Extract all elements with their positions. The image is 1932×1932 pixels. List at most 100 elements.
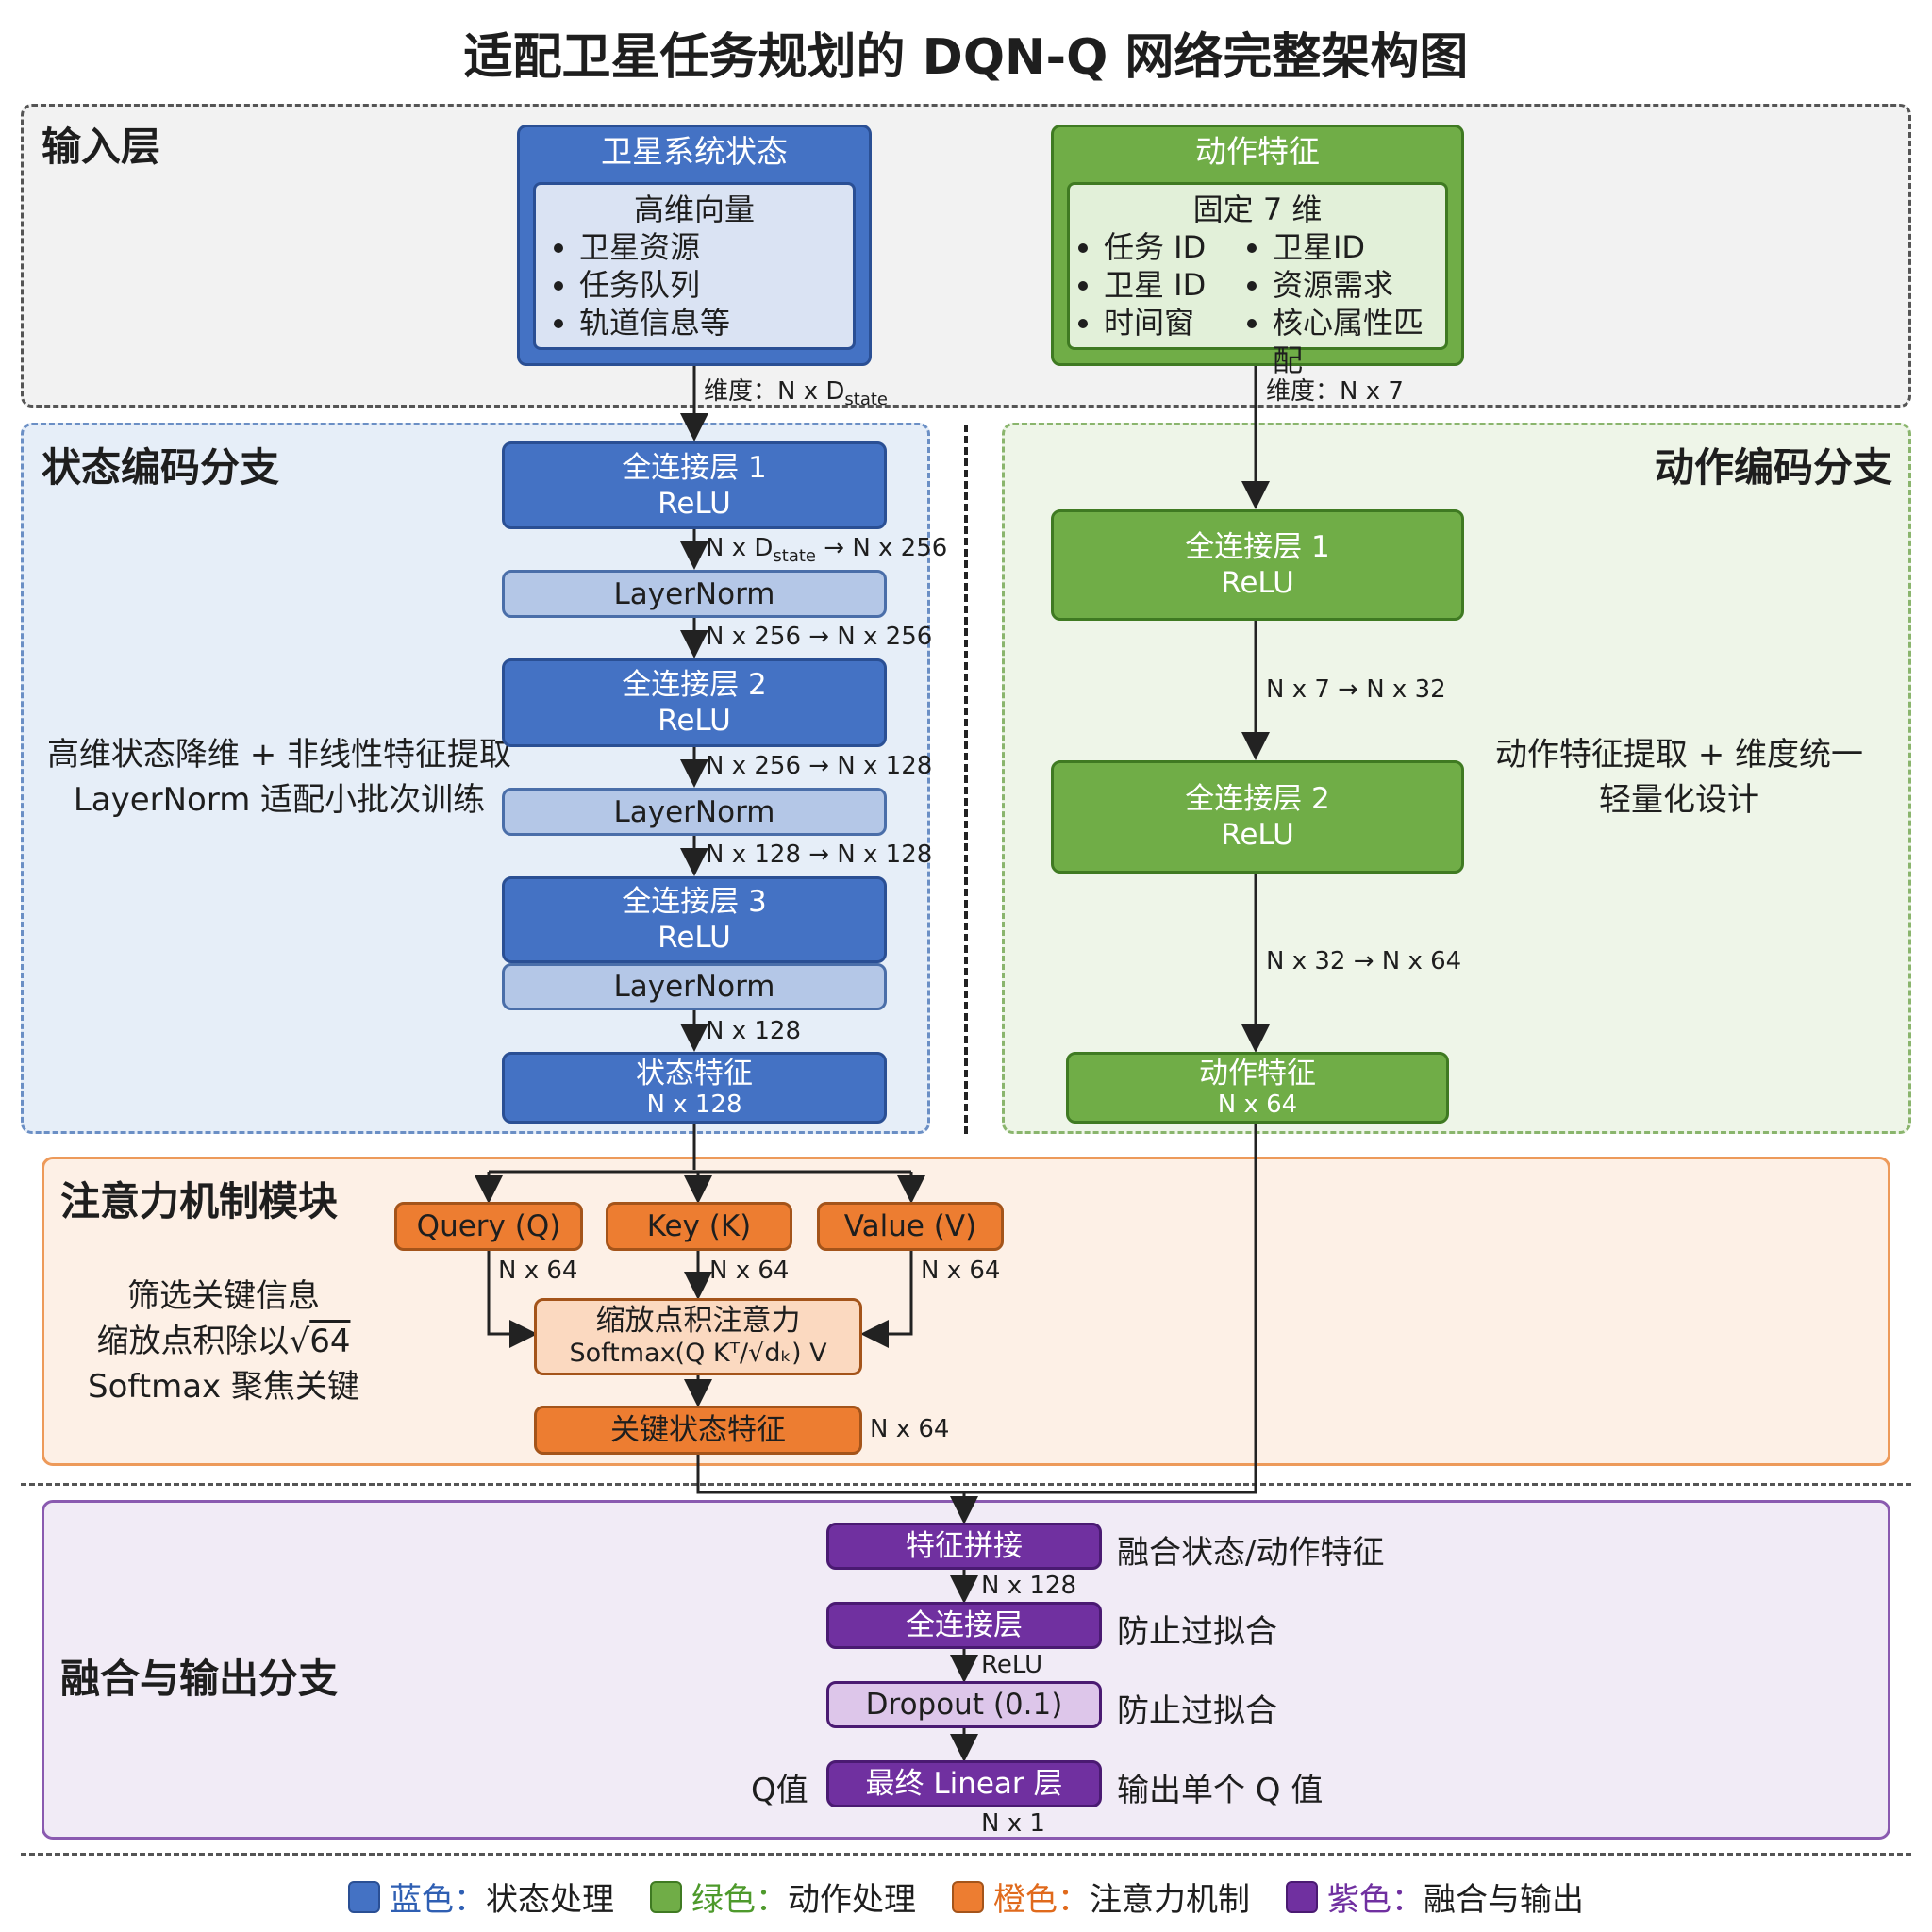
legend-item-blue: 蓝色： 状态处理 bbox=[348, 1874, 614, 1920]
attention-note-line: 缩放点积除以√64 bbox=[96, 1323, 351, 1360]
action-item: 卫星 ID bbox=[1104, 266, 1239, 304]
branch-divider bbox=[964, 425, 968, 1134]
legend-desc: 动作处理 bbox=[788, 1881, 916, 1919]
action-feature-dim: N x 64 bbox=[1217, 1091, 1298, 1119]
legend-desc: 注意力机制 bbox=[1090, 1881, 1250, 1919]
attention-note: 筛选关键信息 缩放点积除以√64 Softmax 聚焦关键 bbox=[60, 1274, 387, 1409]
layernorm-label: LayerNorm bbox=[613, 576, 775, 611]
arrow-query-sdpa bbox=[487, 1251, 538, 1348]
state-feature-label: 状态特征 bbox=[636, 1057, 753, 1091]
input-layer-region bbox=[21, 104, 1911, 408]
action-feature-label: 动作特征 bbox=[1199, 1057, 1316, 1091]
q-value-label: Q值 bbox=[751, 1772, 808, 1809]
outer-bottom-line bbox=[21, 1853, 1911, 1856]
layernorm-label: LayerNorm bbox=[613, 970, 775, 1004]
fusion-fc-label: 全连接层 bbox=[906, 1608, 1023, 1642]
legend-swatch bbox=[650, 1880, 682, 1913]
legend-swatch bbox=[952, 1880, 984, 1913]
attention-note-line: Softmax 聚焦关键 bbox=[88, 1368, 359, 1406]
state-branch-note: 高维状态降维 + 非线性特征提取 LayerNorm 适配小批次训练 bbox=[34, 732, 525, 823]
action-note-line: 轻量化设计 bbox=[1599, 781, 1759, 819]
fc-label: 全连接层 2 bbox=[622, 668, 767, 702]
state-feature-output: 状态特征 N x 128 bbox=[502, 1052, 887, 1124]
fc-label: 全连接层 1 bbox=[1185, 530, 1330, 564]
concat-note: 融合状态/动作特征 bbox=[1117, 1534, 1385, 1572]
state-layernorm-2: LayerNorm bbox=[502, 788, 887, 836]
dropout-box: Dropout (0.1) bbox=[826, 1681, 1102, 1728]
state-dim-4: N x 128 → N x 128 bbox=[706, 841, 933, 869]
final-linear-note: 输出单个 Q 值 bbox=[1117, 1772, 1324, 1809]
legend-key: 绿色： bbox=[691, 1881, 788, 1919]
input-layer-label: 输入层 bbox=[42, 124, 161, 170]
legend-desc: 融合与输出 bbox=[1424, 1881, 1584, 1919]
legend-item-orange: 橙色： 注意力机制 bbox=[952, 1874, 1250, 1920]
state-fc3-box: 全连接层 3 ReLU bbox=[502, 876, 887, 963]
dropout-label: Dropout (0.1) bbox=[865, 1688, 1063, 1722]
state-vector-heading: 高维向量 bbox=[633, 192, 755, 227]
action-feature-box: 动作特征 固定 7 维 任务 ID 卫星 ID 时间窗 卫星ID 资源需求 核心… bbox=[1051, 125, 1464, 378]
legend-item-green: 绿色： 动作处理 bbox=[650, 1874, 916, 1920]
state-item: 卫星资源 bbox=[579, 228, 853, 266]
state-dim-1: N x Dstate → N x 256 bbox=[706, 534, 948, 567]
action-feature-output: 动作特征 N x 64 bbox=[1066, 1052, 1449, 1124]
action-dim-1: N x 7 → N x 32 bbox=[1266, 675, 1446, 704]
action-dim-heading: 固定 7 维 bbox=[1192, 192, 1323, 227]
fusion-label: 融合与输出分支 bbox=[60, 1656, 339, 1702]
arrow-value-sdpa bbox=[860, 1251, 913, 1348]
action-item: 核心属性匹配 bbox=[1273, 304, 1445, 379]
satellite-state-inner: 高维向量 卫星资源 任务队列 轨道信息等 bbox=[533, 182, 856, 350]
state-note-line: 高维状态降维 + 非线性特征提取 bbox=[46, 736, 512, 774]
action-dim-label: 维度：N x 7 bbox=[1266, 377, 1404, 406]
key-state-feature-dim: N x 64 bbox=[870, 1415, 950, 1443]
fc-label: 全连接层 1 bbox=[622, 450, 767, 485]
value-box: Value (V) bbox=[817, 1202, 1004, 1251]
fusion-relu: ReLU bbox=[981, 1651, 1043, 1679]
action-dim-2: N x 32 → N x 64 bbox=[1266, 947, 1462, 975]
fc-label: 全连接层 2 bbox=[1185, 782, 1330, 816]
action-feature-inner: 固定 7 维 任务 ID 卫星 ID 时间窗 卫星ID 资源需求 核心属性匹配 bbox=[1067, 182, 1448, 378]
state-note-line: LayerNorm 适配小批次训练 bbox=[73, 781, 486, 819]
key-box: Key (K) bbox=[606, 1202, 792, 1251]
state-dim-3: N x 256 → N x 128 bbox=[706, 752, 933, 780]
satellite-state-box: 卫星系统状态 高维向量 卫星资源 任务队列 轨道信息等 bbox=[517, 125, 872, 366]
query-box: Query (Q) bbox=[394, 1202, 583, 1251]
legend-key: 蓝色： bbox=[390, 1881, 486, 1919]
state-branch-label: 状态编码分支 bbox=[42, 444, 280, 491]
action-item: 资源需求 bbox=[1273, 266, 1445, 304]
activation-label: ReLU bbox=[658, 486, 731, 521]
key-label: Key (K) bbox=[646, 1209, 752, 1243]
query-dim: N x 64 bbox=[498, 1257, 578, 1285]
fc-label: 全连接层 3 bbox=[622, 885, 767, 919]
action-item: 时间窗 bbox=[1104, 304, 1239, 341]
state-item: 任务队列 bbox=[579, 266, 853, 304]
page-title: 适配卫星任务规划的 DQN-Q 网络完整架构图 bbox=[463, 29, 1469, 86]
attention-label: 注意力机制模块 bbox=[60, 1178, 339, 1224]
key-dim: N x 64 bbox=[709, 1257, 790, 1285]
value-label: Value (V) bbox=[843, 1209, 977, 1243]
action-note-line: 动作特征提取 + 维度统一 bbox=[1494, 736, 1864, 774]
fusion-dim-1: N x 128 bbox=[981, 1572, 1076, 1600]
value-dim: N x 64 bbox=[921, 1257, 1001, 1285]
action-item: 任务 ID bbox=[1104, 228, 1239, 266]
action-fc1-box: 全连接层 1 ReLU bbox=[1051, 509, 1464, 621]
state-branch-region bbox=[21, 423, 930, 1134]
legend-key: 橙色： bbox=[993, 1881, 1090, 1919]
activation-label: ReLU bbox=[658, 921, 731, 955]
action-branch-note: 动作特征提取 + 维度统一 轻量化设计 bbox=[1472, 732, 1887, 823]
state-fc2-box: 全连接层 2 ReLU bbox=[502, 658, 887, 747]
line-action-to-merge bbox=[964, 1122, 1257, 1494]
legend-swatch bbox=[348, 1880, 380, 1913]
scaled-dot-product-attention: 缩放点积注意力 Softmax(Q Kᵀ/√dₖ) V bbox=[534, 1298, 862, 1375]
query-label: Query (Q) bbox=[416, 1209, 561, 1243]
attention-note-line: 筛选关键信息 bbox=[127, 1277, 320, 1315]
state-dim-2: N x 256 → N x 256 bbox=[706, 623, 933, 651]
state-item-list: 卫星资源 任务队列 轨道信息等 bbox=[536, 228, 853, 341]
layernorm-label: LayerNorm bbox=[613, 794, 775, 829]
state-layernorm-1: LayerNorm bbox=[502, 570, 887, 618]
dropout-note: 防止过拟合 bbox=[1117, 1692, 1277, 1730]
action-item: 卫星ID bbox=[1273, 228, 1445, 266]
legend-key: 紫色： bbox=[1327, 1881, 1424, 1919]
activation-label: ReLU bbox=[658, 704, 731, 738]
action-fc2-box: 全连接层 2 ReLU bbox=[1051, 760, 1464, 874]
sdpa-title: 缩放点积注意力 bbox=[595, 1304, 801, 1338]
